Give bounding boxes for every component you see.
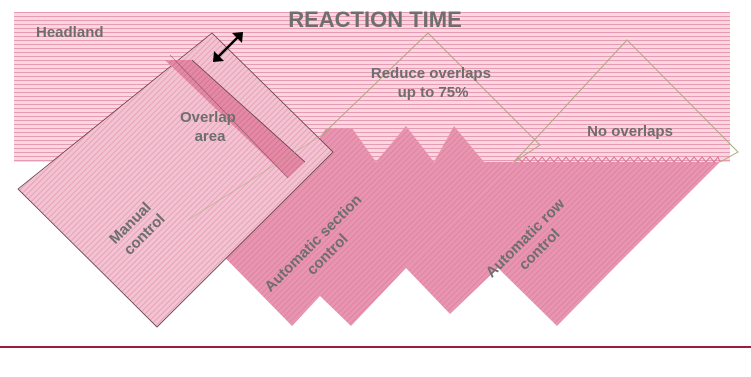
automatic-section-control-area (188, 126, 514, 326)
overlap-area-core (165, 60, 305, 178)
overlap-area-label: Overlap area (180, 109, 240, 145)
page-title: REACTION TIME (288, 7, 462, 32)
overlap-inner-line (191, 59, 306, 163)
overlap-inner-line-2 (169, 54, 289, 179)
automatic-row-control-area (406, 162, 720, 326)
row-control-zigzag-edge (513, 156, 721, 163)
headland-label: Headland (36, 24, 104, 41)
no-overlaps-label: No overlaps (587, 123, 673, 140)
reduce-overlaps-outline (321, 32, 541, 163)
double-arrow-icon (213, 32, 243, 62)
no-overlaps-outline (513, 39, 739, 163)
section-outline-left (187, 134, 323, 221)
bottom-rule (0, 346, 751, 348)
manual-control-area (17, 32, 334, 328)
reduce-overlaps-label: Reduce overlaps up to 75% (371, 65, 495, 101)
